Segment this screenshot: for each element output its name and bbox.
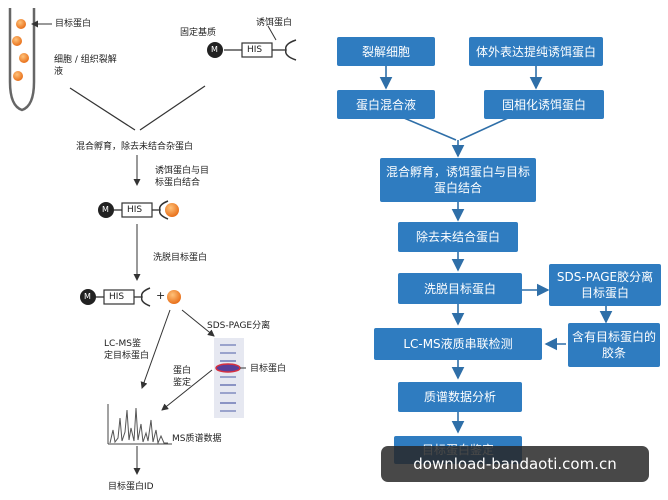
protein-mix-box: 蛋白混合液 <box>337 90 435 119</box>
bait-protein-label: 诱饵蛋白 <box>256 18 293 28</box>
ms-data-label: MS质谱数据 <box>172 434 222 444</box>
m-label: M <box>84 292 91 301</box>
sds-gel-icon <box>214 338 244 418</box>
elute-target-box: 洗脱目标蛋白 <box>398 273 522 304</box>
target-protein-label: 目标蛋白 <box>55 19 92 29</box>
test-tube-icon <box>8 8 36 112</box>
target-protein-dot <box>13 71 23 81</box>
lysate-label: 细胞 / 组织裂解液 <box>54 55 117 77</box>
target-protein-dot <box>19 53 29 63</box>
bound-construct <box>98 200 179 220</box>
sds-separate-box: SDS-PAGE胶分离目标蛋白 <box>549 264 661 306</box>
plus-sign: + <box>156 289 166 302</box>
matrix-bead-icon <box>207 42 223 58</box>
his-label: HIS <box>109 292 125 302</box>
remove-unbound-box: 除去未结合蛋白 <box>398 222 518 252</box>
lcms-detect-box: LC-MS液质串联检测 <box>374 328 542 360</box>
target-protein-dot <box>12 36 22 46</box>
incubate-label: 混合孵育，除去未结合杂蛋白 <box>76 142 194 152</box>
target-id-label: 目标蛋白ID <box>108 482 154 492</box>
ms-analysis-box: 质谱数据分析 <box>398 382 522 412</box>
right-flow-arrows <box>379 66 613 434</box>
protein-identify-label: 蛋白鉴定 <box>173 366 192 388</box>
eluted-construct <box>80 287 181 307</box>
fixed-matrix-label: 固定基质 <box>180 28 217 38</box>
his-label: HIS <box>127 205 143 215</box>
incubate-bind-box: 混合孵育，诱饵蛋白与目标蛋白结合 <box>380 158 536 202</box>
immobilize-bait-box: 固相化诱饵蛋白 <box>484 90 604 119</box>
bind-label: 诱饵蛋白与目标蛋白结合 <box>155 166 210 188</box>
his-label: HIS <box>247 45 263 55</box>
sds-page-label: SDS-PAGE分离 <box>207 321 271 331</box>
target-protein-dot <box>16 19 26 29</box>
m-label: M <box>211 45 218 54</box>
m-label: M <box>102 205 109 214</box>
lcms-identify-label: LC-MS鉴定目标蛋白 <box>104 339 150 361</box>
watermark-banner: download-bandaoti.com.cn <box>381 446 649 482</box>
elute-label: 洗脱目标蛋白 <box>153 253 208 263</box>
lyse-cells-box: 裂解细胞 <box>337 37 435 66</box>
target-band-label: 目标蛋白 <box>250 364 287 374</box>
purify-bait-box: 体外表达提纯诱饵蛋白 <box>469 37 603 66</box>
ms-spectrum-icon <box>107 404 172 445</box>
gel-strip-box: 含有目标蛋白的胶条 <box>568 323 660 367</box>
bait-construct-top <box>224 25 297 61</box>
